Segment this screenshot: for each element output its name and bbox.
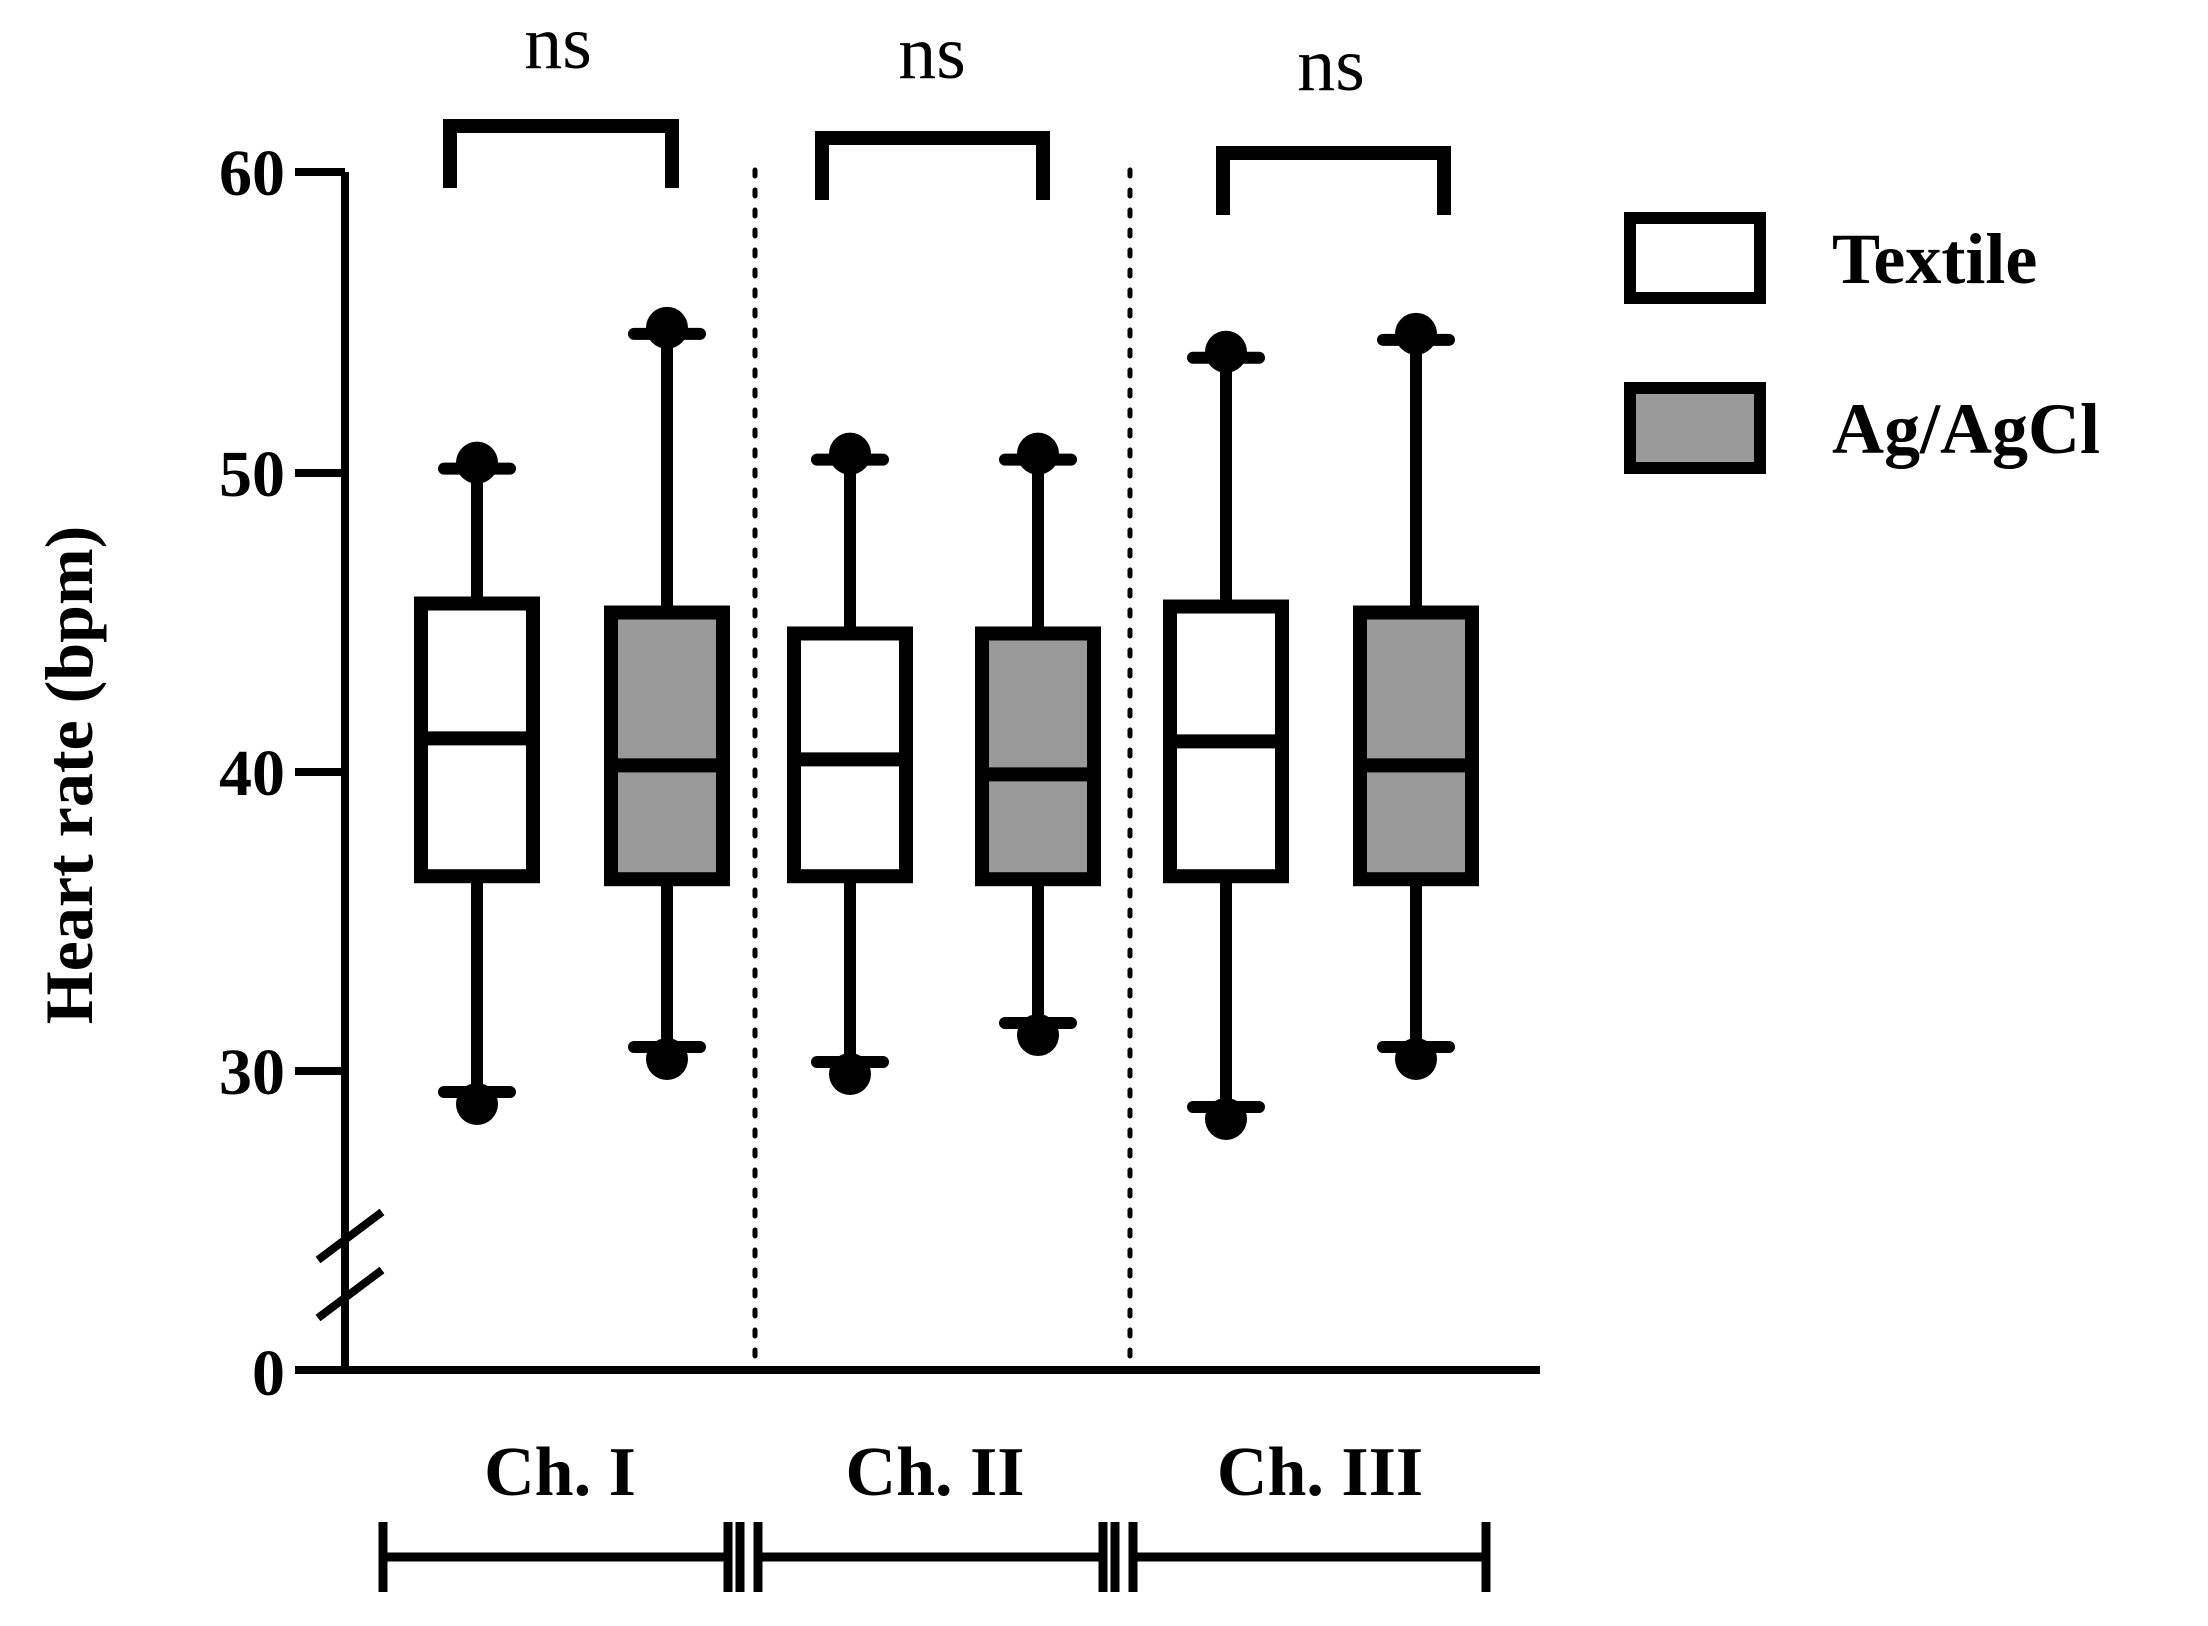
y-axis-ticks: 60 50 40 30 0 [219,137,345,1410]
significance-label: ns [1297,23,1365,107]
outlier-point-max [1017,432,1059,475]
legend: Textile Ag/AgCl [1624,212,2100,474]
outlier-point-min [829,1053,871,1096]
outlier-point-max [456,441,498,484]
box-iqr [975,626,1101,887]
outlier-point-min [646,1038,688,1081]
axis-break-mark [315,1208,385,1264]
category-range-bar [378,1522,733,1592]
outlier-point-max [829,432,871,475]
significance-label: ns [898,11,966,95]
box-iqr [604,605,730,887]
significance-bracket [443,119,679,188]
y-tick-label: 50 [219,438,285,511]
y-tick-label: 0 [252,1337,285,1410]
y-tick-label: 30 [219,1036,285,1109]
legend-label-textile: Textile [1832,219,2037,299]
outlier-point-min [1017,1014,1059,1057]
category-range-bars [378,1522,1491,1592]
legend-swatch-textile [1624,212,1766,304]
x-category-label: Ch. I [484,1434,636,1511]
y-tick-label: 60 [219,137,285,210]
legend-label-agagcl: Ag/AgCl [1832,389,2100,469]
significance-bracket [815,131,1050,200]
category-range-bar [1110,1522,1491,1592]
category-range-bar [735,1522,1108,1592]
outlier-point-max [646,306,688,349]
x-category-label: Ch. III [1217,1434,1423,1511]
outlier-point-max [1205,330,1247,373]
y-axis-title: Heart rate (bpm) [31,526,107,1024]
axis-break-mark [315,1266,385,1322]
box-iqr [1353,605,1479,887]
outlier-point-min [456,1082,498,1125]
significance-bracket [1216,146,1451,215]
legend-swatch-agagcl [1624,382,1766,474]
outlier-point-min [1205,1097,1247,1140]
outlier-point-min [1395,1038,1437,1081]
x-category-label: Ch. II [846,1434,1025,1511]
box-series [414,306,1479,1140]
y-tick-label: 40 [219,737,285,810]
significance-brackets: ns ns ns [443,1,1451,215]
outlier-point-max [1395,312,1437,355]
significance-label: ns [524,1,592,85]
